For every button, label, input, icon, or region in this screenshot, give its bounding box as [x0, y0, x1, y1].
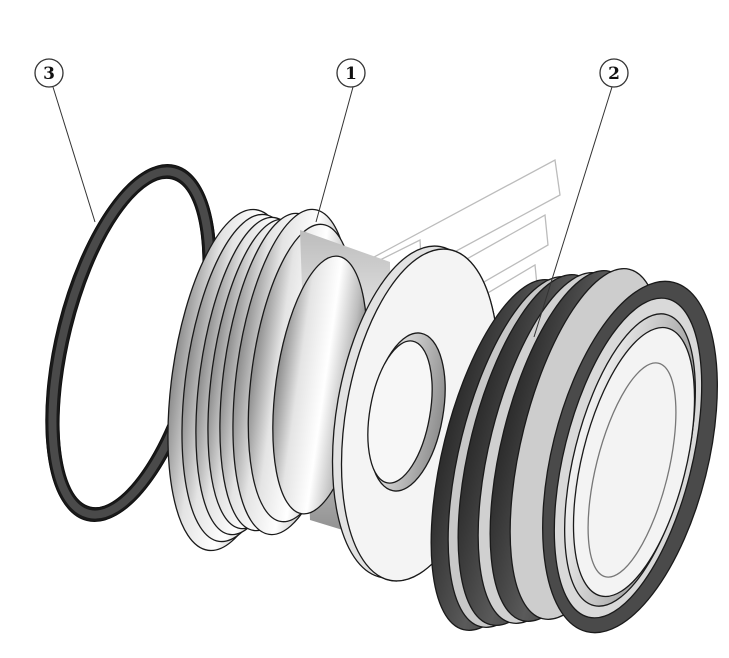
leader-lines [52, 86, 613, 338]
leader-line-2 [533, 86, 613, 338]
callout-label-1: 1 [345, 64, 357, 84]
callout-2: 2 [599, 58, 629, 88]
leader-line-1 [315, 86, 354, 223]
callout-1: 1 [336, 58, 366, 88]
leader-line-3 [52, 86, 96, 223]
part-1-seal-body [167, 208, 500, 582]
part-2-seat-ring [430, 268, 718, 634]
callout-label-3: 3 [43, 64, 55, 84]
callout-label-2: 2 [608, 64, 620, 84]
callout-3: 3 [34, 58, 64, 88]
